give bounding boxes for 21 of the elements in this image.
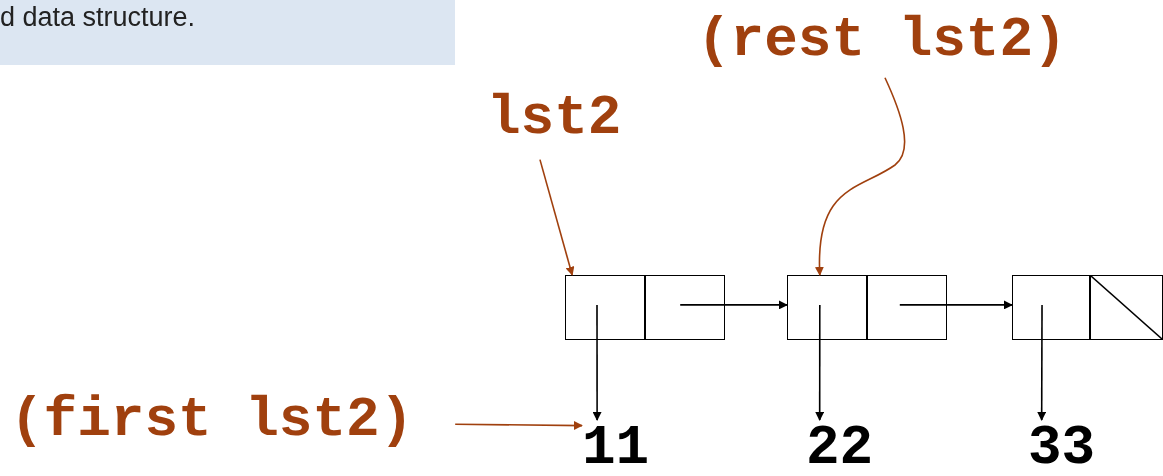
arrow: [539, 158, 575, 276]
cell-box: [565, 275, 645, 340]
arrow: [815, 304, 825, 421]
arrow: [815, 76, 906, 276]
arrow: [679, 300, 788, 310]
arrow: [592, 304, 602, 421]
cell-box: [867, 275, 947, 340]
value-label: 33: [1028, 420, 1100, 476]
code-label: lst2: [487, 90, 629, 148]
null-pointer-box: [1090, 275, 1163, 340]
code-label: (first lst2): [10, 392, 430, 454]
arrow: [1037, 304, 1047, 421]
value-label: 22: [806, 420, 878, 476]
value-label: 11: [582, 420, 654, 476]
banner-text: d data structure.: [0, 2, 196, 33]
arrow: [899, 300, 1013, 310]
arrow: [454, 421, 583, 430]
cell-box: [1012, 275, 1090, 340]
cell-box: [787, 275, 867, 340]
cell-box: [645, 275, 725, 340]
code-label: (rest lst2): [697, 12, 1087, 74]
